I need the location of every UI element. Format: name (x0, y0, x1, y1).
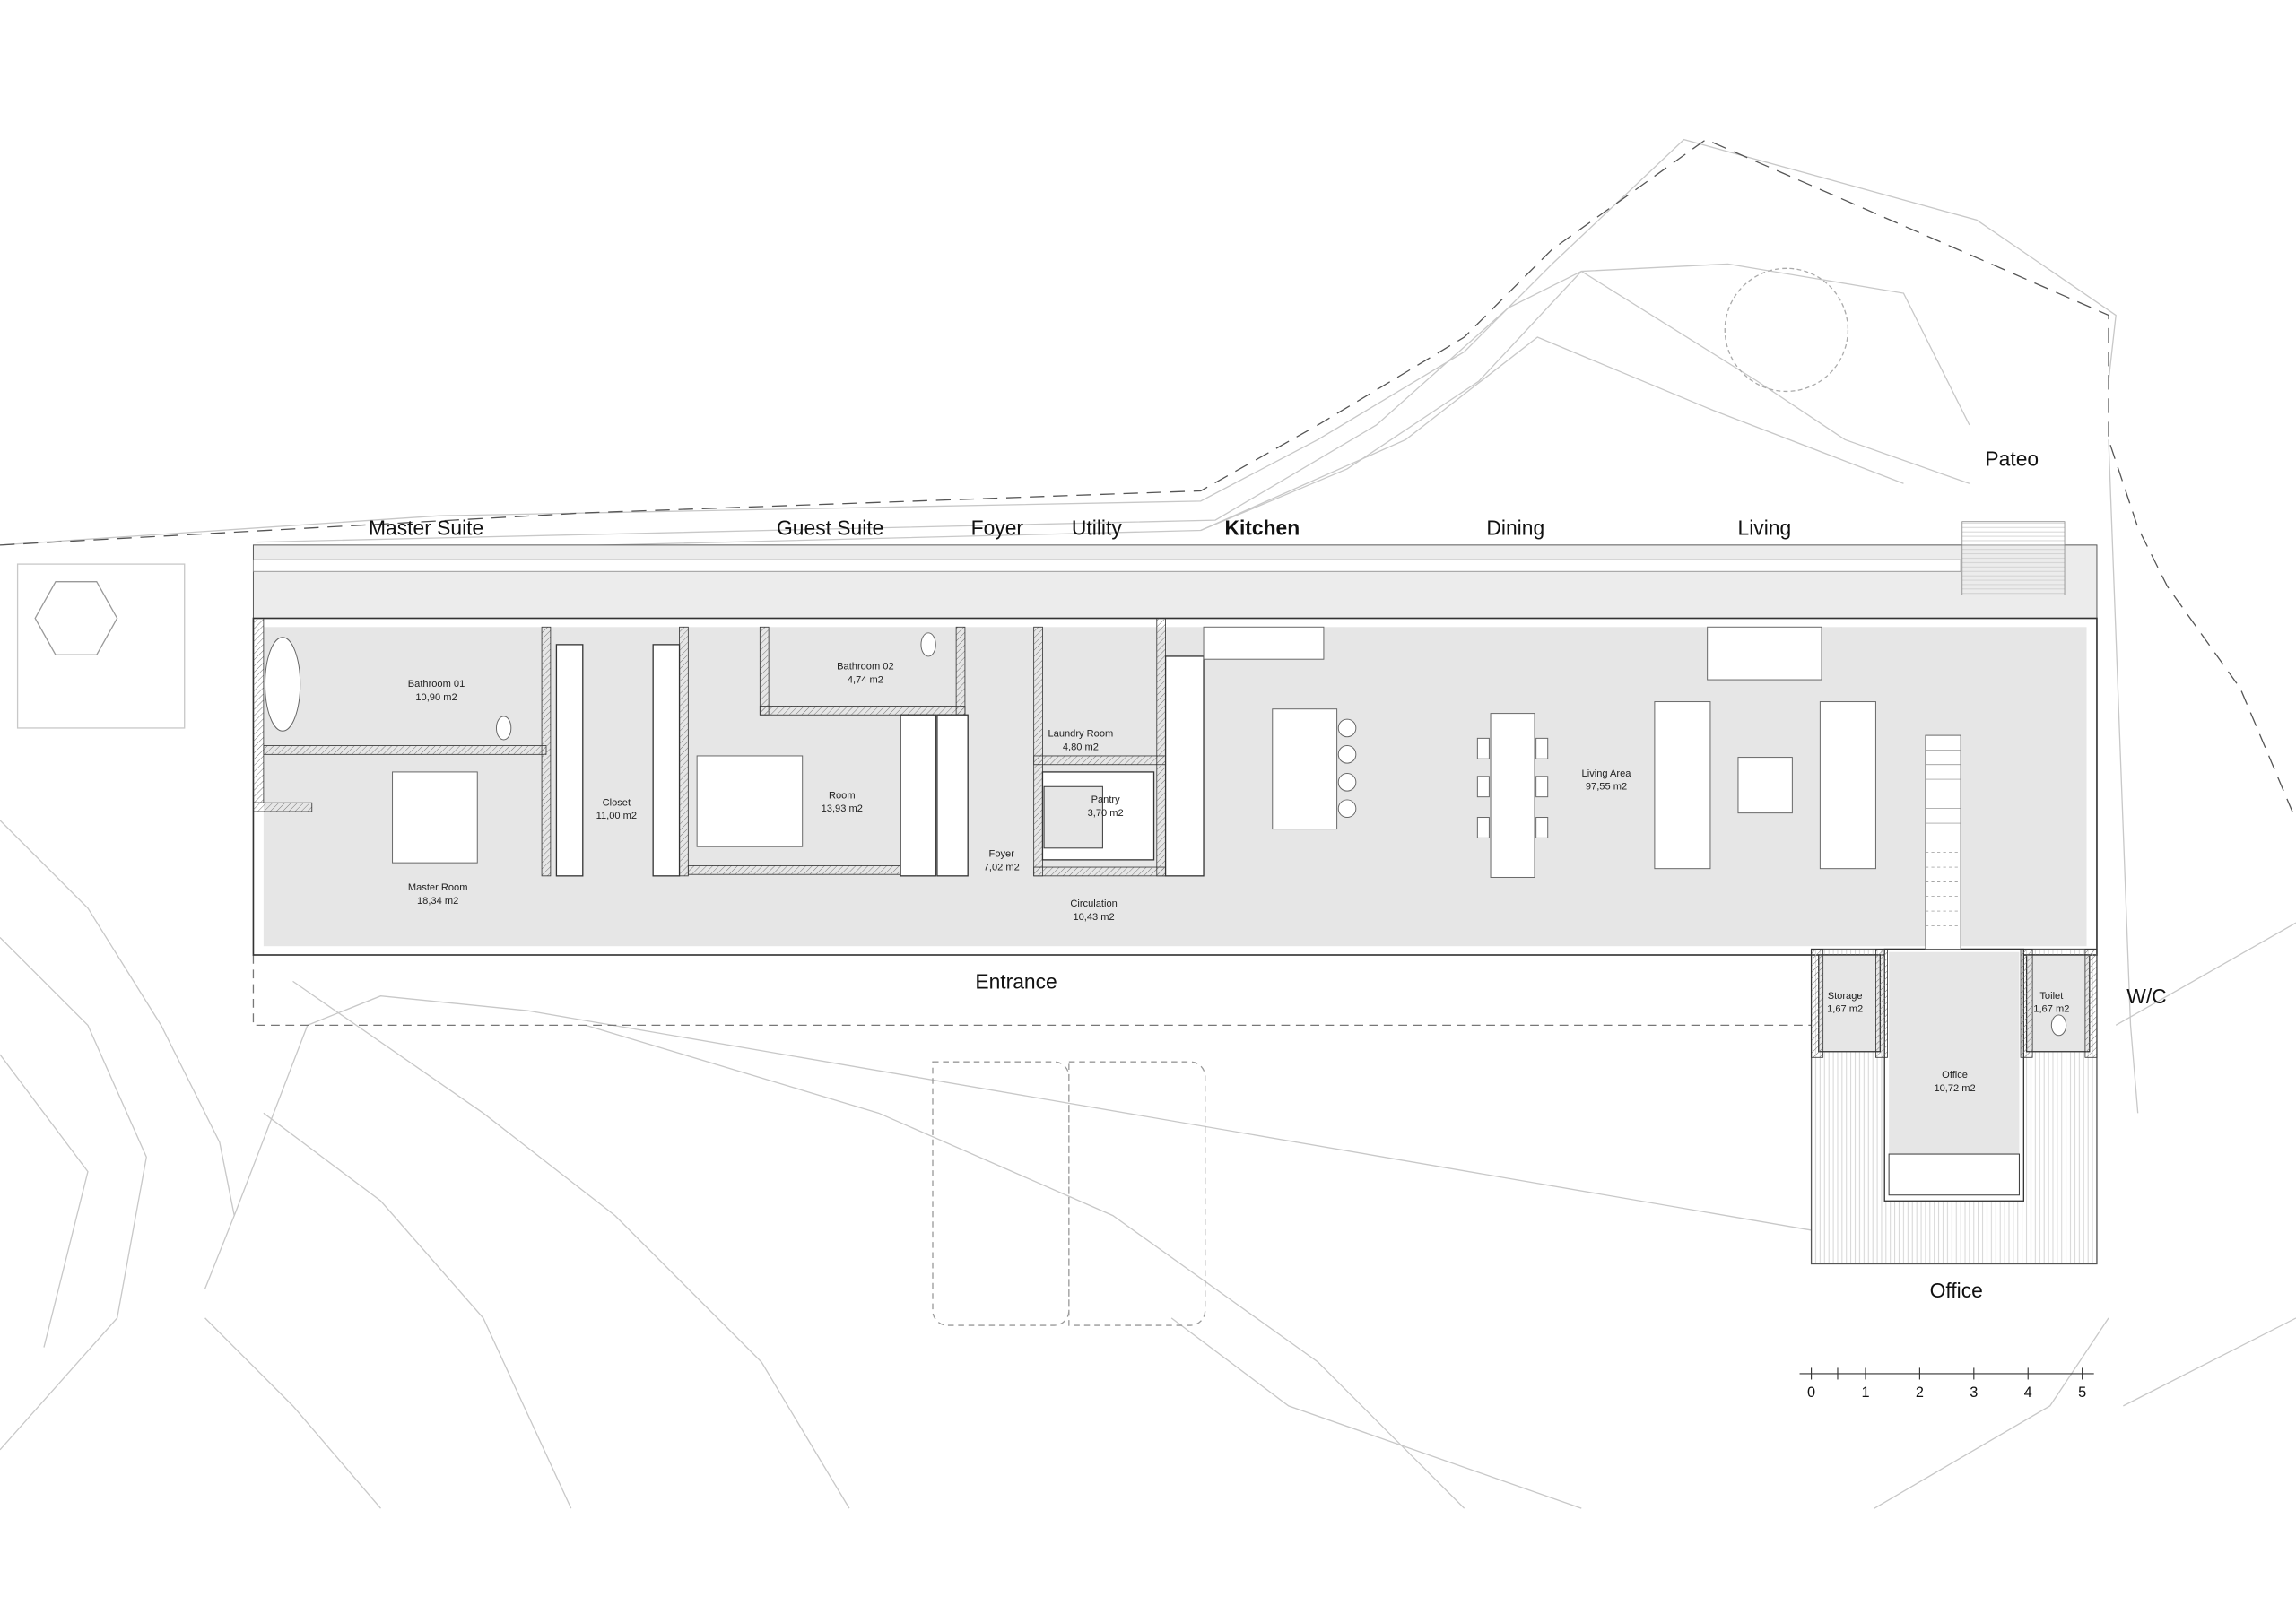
kitchen-counter (1203, 626, 1325, 660)
scale-label: 0 (1807, 1384, 1815, 1401)
room-name: Room (829, 790, 856, 801)
planter (253, 559, 1961, 572)
room-name: Office (1942, 1070, 1968, 1081)
room-area: 4,80 m2 (1063, 742, 1099, 752)
room-area: 1,67 m2 (2033, 1004, 2069, 1015)
entrance-outline (252, 955, 1812, 1027)
parking-spaces (932, 1061, 1206, 1326)
furniture (265, 626, 2067, 1037)
scale-label: 5 (2078, 1384, 2086, 1401)
room-area: 97,55 m2 (1586, 782, 1627, 793)
room-name: Storage (1828, 991, 1863, 1002)
toilet-icon (495, 716, 512, 741)
room-area: 11,00 m2 (596, 811, 637, 821)
room-area: 7,02 m2 (984, 862, 1020, 872)
room-area: 18,34 m2 (417, 896, 458, 907)
room-name: Closet (603, 797, 631, 808)
section-label-utility: Utility (1072, 516, 1122, 539)
terrace (252, 544, 2098, 619)
room-area: 13,93 m2 (822, 803, 863, 814)
room-name: Pantry (1091, 794, 1121, 805)
room-area: 1,67 m2 (1827, 1004, 1863, 1015)
topography-lines (0, 138, 2296, 1509)
dining-table (1490, 713, 1535, 878)
scale-label: 1 (1861, 1384, 1869, 1401)
staircase (1925, 734, 1961, 950)
room-area: 10,90 m2 (415, 692, 457, 703)
room-name: Laundry Room (1048, 729, 1114, 740)
section-label-master-suite: Master Suite (369, 516, 483, 539)
section-label-living: Living (1738, 516, 1792, 539)
guest-bed-icon (696, 755, 804, 847)
room-area: 10,43 m2 (1073, 912, 1114, 923)
tree-icon (1724, 267, 1849, 393)
section-label-guest-suite: Guest Suite (777, 516, 883, 539)
room-name: Master Room (408, 882, 468, 893)
room-name: Toilet (2039, 991, 2063, 1002)
section-label-office: Office (1930, 1279, 1983, 1302)
room-name: Bathroom 02 (837, 662, 894, 673)
room-area: 10,72 m2 (1934, 1083, 1975, 1094)
section-label-entrance: Entrance (975, 970, 1057, 994)
walls (253, 618, 1205, 877)
scale-label: 3 (1970, 1384, 1978, 1401)
section-label-foyer: Foyer (971, 516, 1024, 539)
coffee-table (1737, 757, 1793, 814)
room-area: 3,70 m2 (1088, 808, 1124, 819)
pateo-steps (1961, 521, 2066, 595)
scale-label: 2 (1916, 1384, 1924, 1401)
section-label-wc: W/C (2126, 985, 2166, 1008)
scale-label: 4 (2024, 1384, 2032, 1401)
bathtub-icon (265, 637, 301, 732)
room-name: Circulation (1070, 898, 1117, 909)
room-area: 4,74 m2 (848, 674, 883, 685)
section-label-kitchen: Kitchen (1224, 516, 1300, 539)
master-bed-icon (392, 771, 478, 864)
room-name: Foyer (989, 849, 1015, 860)
section-label-pateo: Pateo (1985, 447, 2039, 471)
sofa-left (1654, 701, 1711, 870)
scale-bar (1799, 1367, 2094, 1380)
fireplace (1707, 626, 1822, 681)
room-name: Bathroom 01 (408, 679, 465, 690)
sofa-right (1819, 701, 1876, 870)
kitchen-island (1272, 708, 1338, 830)
room-name: Living Area (1582, 768, 1632, 779)
site-boundary (0, 138, 2296, 821)
section-label-dining: Dining (1486, 516, 1544, 539)
room-labels: Bathroom 01 10,90 m2 Master Room 18,34 m… (408, 662, 2070, 1094)
